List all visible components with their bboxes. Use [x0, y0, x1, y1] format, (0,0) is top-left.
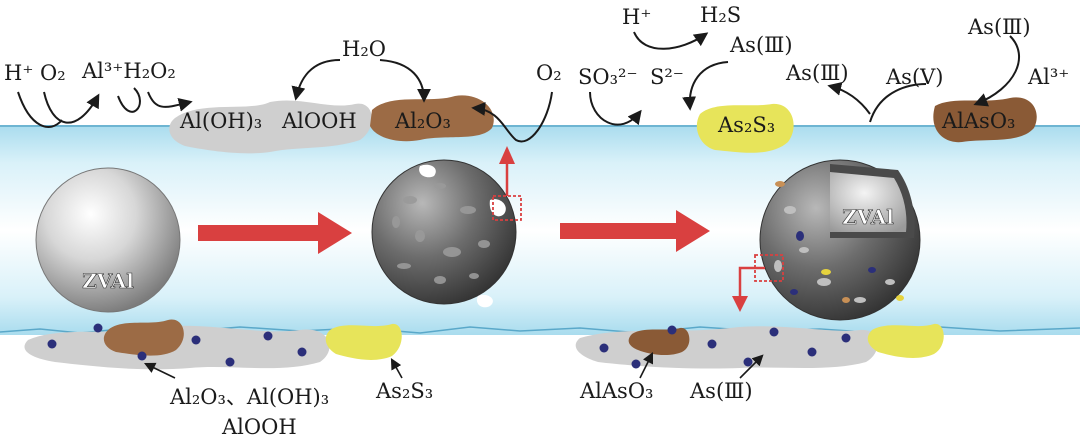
label-as3-a: As(Ⅲ) — [729, 33, 793, 57]
ion-dot — [769, 327, 779, 337]
ion-dot — [297, 347, 307, 357]
label-aloh3: Al(OH)₃ — [179, 109, 262, 133]
ion-dot — [707, 339, 717, 349]
label-h2s: H₂S — [700, 3, 741, 27]
label-bottom-oxides-1: Al₂O₃、Al(OH)₃ — [169, 385, 329, 409]
ion-dot — [137, 351, 147, 361]
label-bottom-as2s3: As₂S₃ — [375, 379, 433, 403]
arsenic-ion-dots — [47, 323, 851, 369]
ion-dot — [743, 357, 753, 367]
reaction-arrows — [17, 31, 1020, 143]
label-as3-c: As(Ⅲ) — [967, 15, 1031, 39]
label-h2o: H₂O — [342, 37, 386, 61]
ion-dot — [841, 333, 851, 343]
bottom-deposit-right — [575, 326, 878, 369]
as2s3-top-deposit — [696, 103, 794, 153]
label-bottom-as3: As(Ⅲ) — [689, 379, 753, 403]
ion-dot — [807, 347, 817, 357]
ion-dot — [93, 323, 103, 333]
process-arrow-1 — [198, 212, 352, 254]
aloh3-alooh-deposit — [169, 100, 372, 154]
label-bottom-oxides-2: AlOOH — [221, 415, 297, 439]
label-o2-right: O₂ — [536, 61, 562, 85]
bottom-deposits — [24, 319, 944, 370]
ion-dot — [225, 357, 235, 367]
label-o2-left: O₂ — [40, 61, 66, 85]
label-as5: As(Ⅴ) — [885, 65, 944, 89]
ion-dot — [631, 359, 641, 369]
al2o3-deposit — [370, 95, 494, 142]
bottom-labels: Al₂O₃、Al(OH)₃ AlOOH As₂S₃ AlAsO₃ As(Ⅲ) — [169, 379, 753, 439]
top-deposits — [169, 95, 1037, 154]
zval-particle-cutaway: ZVAl — [732, 159, 921, 321]
label-h-plus-right: H⁺ — [622, 5, 651, 29]
ion-dot — [599, 343, 609, 353]
process-arrow-2 — [560, 210, 710, 252]
label-so3: SO₃²⁻ — [578, 65, 638, 89]
bottom-as2s3-deposit — [325, 323, 402, 360]
ion-dot — [191, 335, 201, 345]
zval-particle-fresh: ZVAl — [35, 167, 181, 313]
label-al2o3-top: Al₂O₃ — [394, 109, 451, 133]
zval-particle-corroded — [371, 146, 522, 308]
label-bottom-alaso3: AlAsO₃ — [579, 379, 653, 403]
label-alooh: AlOOH — [281, 109, 357, 133]
bottom-al2o3-patch — [103, 319, 184, 356]
ion-dot — [47, 339, 57, 349]
label-al3-right: Al³⁺ — [1027, 65, 1069, 89]
bottom-alaso3-patch — [628, 327, 690, 356]
bottom-as2s3-deposit-right — [867, 323, 944, 358]
ion-dot — [263, 331, 273, 341]
label-al3-h2o2: Al³⁺H₂O₂ — [81, 59, 176, 83]
label-s2: S²⁻ — [650, 65, 684, 89]
label-alaso3-top: AlAsO₃ — [941, 109, 1015, 133]
alaso3-top-deposit — [933, 97, 1037, 143]
label-as2s3-top: As₂S₃ — [717, 113, 775, 137]
ball3-label: ZVAl — [842, 205, 894, 229]
top-labels: H⁺ O₂ Al³⁺H₂O₂ Al(OH)₃ AlOOH H₂O Al₂O₃ O… — [4, 3, 1069, 137]
ball1-label: ZVAl — [82, 269, 134, 293]
label-pointers — [143, 351, 764, 379]
ion-dot — [667, 325, 677, 335]
label-as3-b: As(Ⅲ) — [785, 61, 849, 85]
label-h-plus-left: H⁺ — [4, 61, 33, 85]
